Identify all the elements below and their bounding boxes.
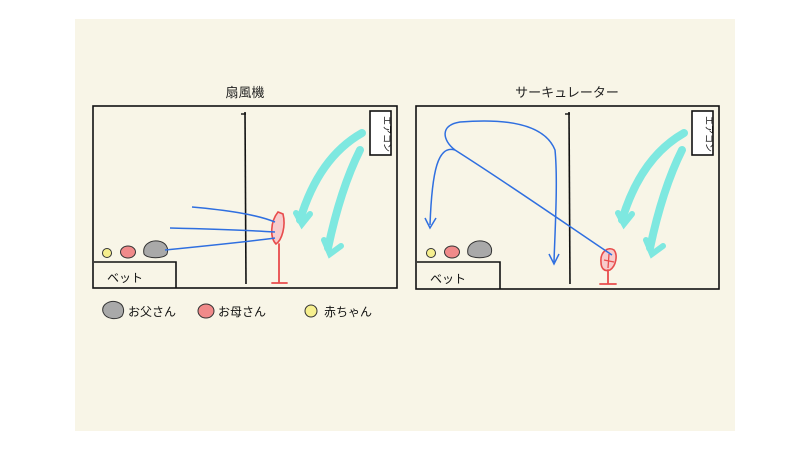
bed-label: ベット bbox=[107, 271, 143, 285]
circulator-airflow bbox=[444, 120, 558, 263]
legend-swatch-mother bbox=[197, 303, 215, 319]
panel-fan: ベット エアコン bbox=[92, 105, 398, 289]
airflow-arrowhead bbox=[424, 217, 437, 230]
father-icon bbox=[143, 240, 169, 259]
aircon-unit bbox=[369, 110, 392, 156]
room-frame bbox=[92, 105, 398, 289]
baby-icon bbox=[102, 248, 112, 258]
legend-label-father: お父さん bbox=[128, 305, 176, 319]
circulator-base bbox=[599, 269, 617, 285]
aircon-flow-arrowhead bbox=[293, 210, 313, 230]
panel-title-circulator: サーキュレーター bbox=[515, 86, 619, 101]
fan-airflow bbox=[164, 237, 276, 251]
legend-label-baby: 赤ちゃん bbox=[324, 305, 372, 319]
aircon-flow bbox=[646, 146, 686, 252]
room-divider bbox=[244, 111, 247, 285]
circulator-blade bbox=[603, 253, 615, 269]
circulator-airflow bbox=[454, 149, 613, 256]
panel-title-fan: 扇風機 bbox=[225, 86, 265, 101]
aircon-flow bbox=[296, 129, 366, 224]
fan-airflow bbox=[191, 206, 276, 223]
fan-airflow bbox=[169, 227, 276, 233]
bed-outline bbox=[417, 261, 501, 289]
airflow-arrowhead bbox=[548, 253, 560, 266]
aircon-flow-arrowhead bbox=[643, 237, 666, 259]
legend-swatch-baby bbox=[304, 304, 318, 318]
legend-swatch-father bbox=[102, 301, 125, 320]
aircon-flow bbox=[324, 146, 364, 252]
aircon-label: エアコン bbox=[381, 116, 391, 152]
father-icon bbox=[467, 240, 493, 259]
bed-label: ベット bbox=[430, 272, 466, 286]
room-divider bbox=[568, 111, 571, 285]
aircon-label: エアコン bbox=[703, 116, 713, 152]
baby-icon bbox=[426, 248, 436, 258]
panel-circulator: ベット エアコン bbox=[415, 105, 720, 290]
aircon-flow-arrowhead bbox=[321, 237, 344, 259]
mother-icon bbox=[444, 245, 460, 259]
room-frame bbox=[415, 105, 720, 290]
fan-icon bbox=[270, 211, 285, 246]
aircon-flow bbox=[618, 129, 688, 224]
aircon-unit bbox=[691, 110, 714, 156]
aircon-flow-arrowhead bbox=[615, 210, 635, 230]
legend-label-mother: お母さん bbox=[218, 305, 266, 319]
fan-stand bbox=[271, 243, 288, 284]
circulator-airflow bbox=[429, 148, 456, 226]
legend: お父さん お母さん 赤ちゃん bbox=[102, 301, 372, 320]
mother-icon bbox=[120, 245, 136, 259]
bed-outline bbox=[94, 261, 177, 288]
